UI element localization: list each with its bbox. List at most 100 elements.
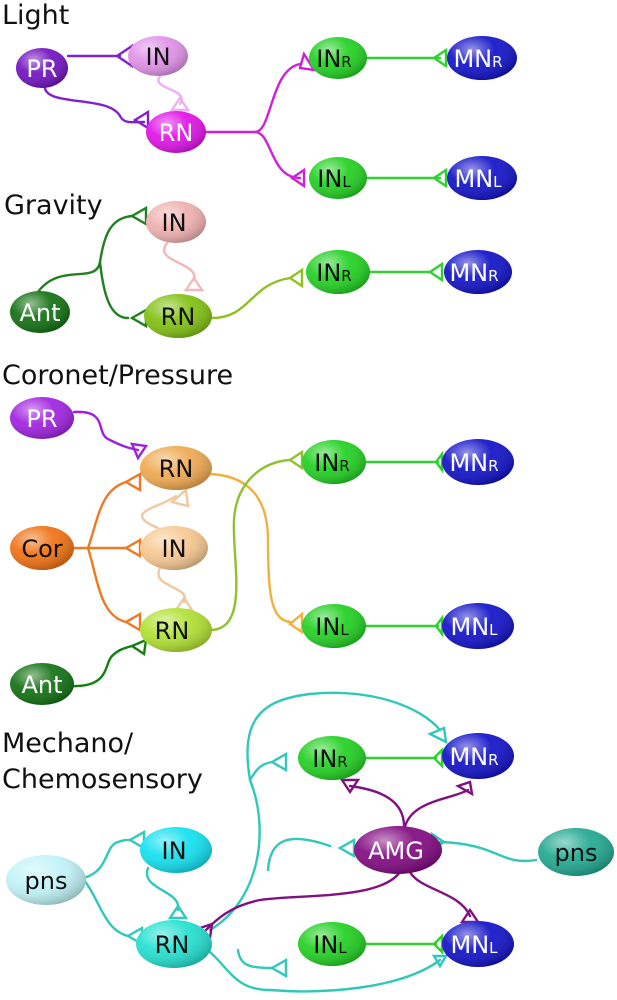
edge-amg-to-mnr <box>402 788 470 832</box>
svg-text:INL: INL <box>313 931 347 959</box>
synapse-terminal <box>123 537 142 559</box>
svg-text:INR: INR <box>316 45 351 73</box>
edge-rntop-to-inl <box>204 472 292 624</box>
svg-text:IN: IN <box>161 209 186 237</box>
svg-text:pns: pns <box>555 839 598 867</box>
edge-to-amg <box>266 837 332 872</box>
node-coronet-cor: Cor <box>10 526 74 570</box>
synapse-terminal <box>169 95 191 112</box>
synapse-terminal <box>167 903 189 920</box>
svg-text:RN: RN <box>155 931 190 959</box>
svg-text:INR: INR <box>316 259 351 287</box>
panel-title-light: Light <box>2 0 69 31</box>
node-coronet-rn-bottom: RN <box>140 608 212 652</box>
panel-title-gravity: Gravity <box>4 190 103 221</box>
svg-text:IN: IN <box>161 535 186 563</box>
edge-pr-to-rn <box>43 82 146 124</box>
svg-text:PR: PR <box>26 405 57 433</box>
edge-ant-to-rnbot <box>68 644 134 688</box>
svg-text:INL: INL <box>315 613 349 641</box>
synapse-terminal <box>123 611 142 633</box>
edge-rn-to-inr <box>210 276 292 320</box>
svg-text:MNL: MNL <box>454 165 502 193</box>
synapse-terminal <box>427 726 448 745</box>
synapse-terminal <box>287 267 304 289</box>
panel-title-mechano: Mechano/ <box>2 728 134 759</box>
svg-text:MNR: MNR <box>449 449 498 477</box>
synapse-terminal <box>298 51 317 72</box>
node-mechano-in: IN <box>140 827 212 873</box>
panel-gravity: Gravity IN Ant RN INR <box>4 190 512 338</box>
panel-light: Light PR IN RN <box>2 0 517 200</box>
node-mechano-mnr: MNR <box>442 733 514 779</box>
svg-text:Ant: Ant <box>21 671 62 699</box>
svg-text:MNL: MNL <box>450 613 498 641</box>
node-mechano-amg: AMG <box>354 826 442 874</box>
svg-text:INR: INR <box>312 745 347 773</box>
edges-light <box>43 43 448 189</box>
node-gravity-in: IN <box>146 201 206 243</box>
panel-title-coronet-pressure: Coronet/Pressure <box>2 360 233 391</box>
node-mechano-inr: INR <box>298 736 366 780</box>
node-gravity-ant: Ant <box>10 291 70 333</box>
svg-text:INL: INL <box>317 165 351 193</box>
node-light-mnl: MNL <box>447 156 517 200</box>
node-coronet-ant: Ant <box>10 663 74 705</box>
node-coronet-in: IN <box>140 526 208 570</box>
edge-rnbot-to-inr <box>208 458 292 632</box>
edge-pr-to-rn <box>72 410 140 452</box>
node-light-inr: INR <box>309 37 367 79</box>
svg-text:pns: pns <box>25 867 68 895</box>
synapse-terminal <box>432 747 444 769</box>
edge-in-to-rnbot <box>157 566 187 604</box>
edge-pnsl-to-rn <box>82 878 130 938</box>
edge-rn-to-inl <box>253 130 302 180</box>
edge-ant-to-in <box>36 214 134 294</box>
svg-text:MNR: MNR <box>449 259 498 287</box>
node-coronet-inr: INR <box>302 440 366 484</box>
edge-loop-bottom <box>208 950 442 993</box>
node-mechano-mnl: MNL <box>442 921 514 967</box>
edge-in-to-rn <box>163 240 196 282</box>
synapse-terminal <box>129 205 148 227</box>
svg-text:AMG: AMG <box>368 837 424 865</box>
synapse-terminal <box>123 471 142 493</box>
node-coronet-pr: PR <box>10 397 74 439</box>
svg-text:RN: RN <box>159 119 194 147</box>
svg-text:MNR: MNR <box>449 743 498 771</box>
synapse-terminal <box>130 442 149 461</box>
synapse-terminal <box>269 957 288 979</box>
panel-coronet-pressure: Coronet/Pressure <box>2 360 514 705</box>
synapse-terminal <box>431 47 448 69</box>
svg-text:IN: IN <box>145 43 170 71</box>
svg-text:IN: IN <box>161 837 186 865</box>
edge-ant-to-rn <box>98 260 130 320</box>
node-light-pr: PR <box>16 48 68 88</box>
node-light-in: IN <box>128 36 188 76</box>
node-mechano-pns-right: pns <box>538 828 614 876</box>
edge-in-to-rn <box>145 866 180 912</box>
synapse-terminal <box>431 167 448 189</box>
svg-text:RN: RN <box>155 617 190 645</box>
node-coronet-mnl: MNL <box>442 603 514 649</box>
edge-to-inl <box>236 948 274 970</box>
edge-amg-to-mnl <box>408 870 472 918</box>
edge-loop-top <box>208 691 442 932</box>
synapse-terminal <box>169 487 190 508</box>
synapse-terminal <box>289 167 306 189</box>
synapse-terminal <box>337 837 356 859</box>
edge-cor-to-rntop <box>72 480 128 550</box>
edge-amg-to-rn <box>204 870 402 932</box>
node-gravity-inr: INR <box>306 250 370 294</box>
synapse-terminal <box>129 307 148 329</box>
edge-in-to-rntop <box>141 494 178 530</box>
edge-cor-to-rnbot <box>86 546 128 624</box>
svg-text:RN: RN <box>161 303 196 331</box>
synapse-terminal <box>132 109 150 131</box>
svg-text:MNL: MNL <box>450 931 498 959</box>
node-mechano-inl: INL <box>298 922 366 966</box>
svg-text:Ant: Ant <box>19 299 60 327</box>
synapse-terminal <box>287 611 304 635</box>
node-coronet-mnr: MNR <box>442 439 514 485</box>
